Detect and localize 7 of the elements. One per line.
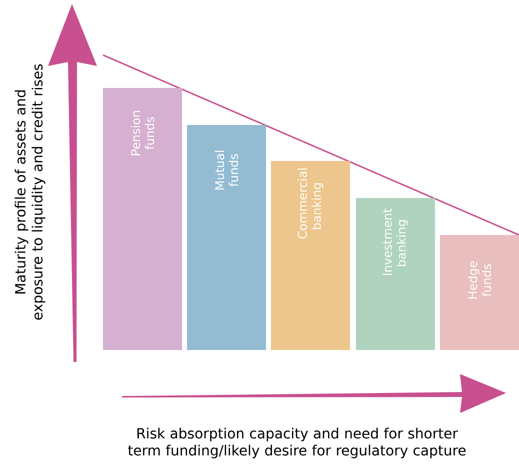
bar: Hedge funds — [440, 235, 519, 350]
bar: Mutual funds — [187, 125, 266, 350]
axis-label: Risk absorption capacity and need for shorter term funding/likely desire for regulatory capture — [128, 428, 466, 458]
bar: Commercial banking — [271, 161, 350, 350]
axis-label: Maturity profile of assets and exposure to liquidity and credit rises — [14, 64, 46, 320]
bar: Investment banking — [356, 198, 435, 350]
bar: Pension funds — [103, 88, 182, 350]
